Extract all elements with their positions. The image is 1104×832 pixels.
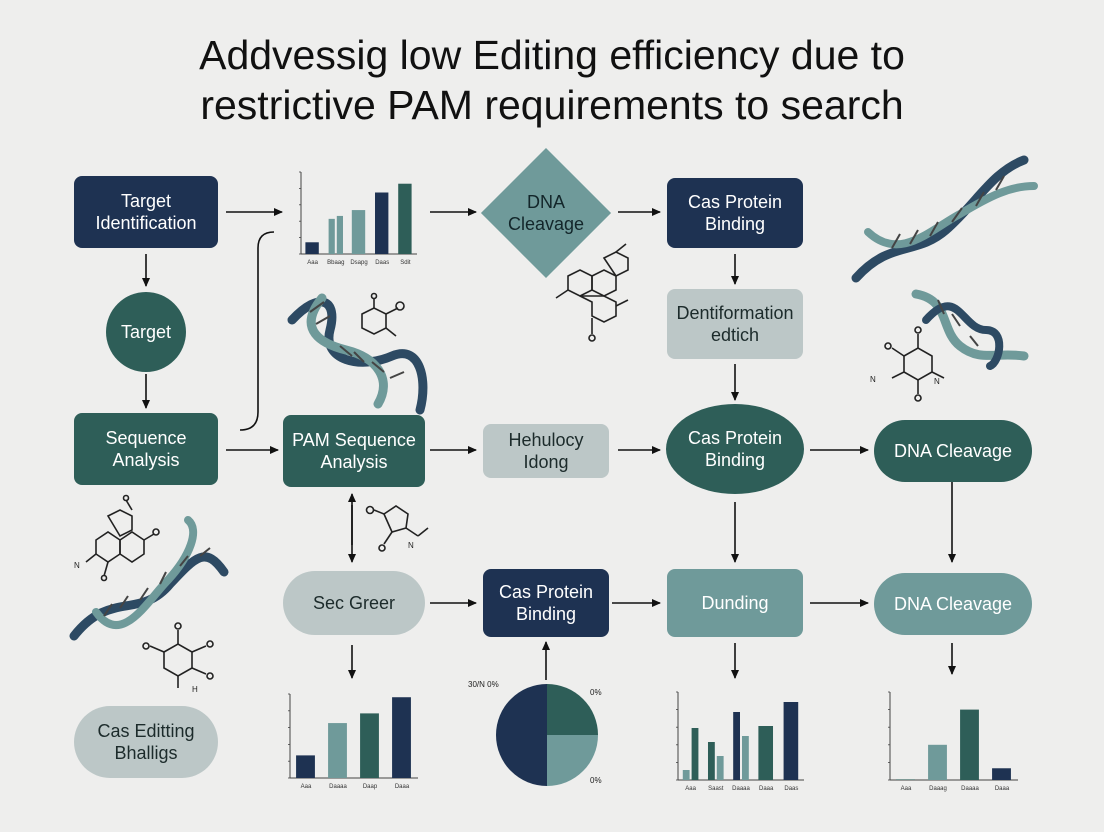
dna-helix-icon [911, 289, 1029, 370]
svg-text:N: N [870, 375, 876, 384]
x-tick-label: Aaa [301, 784, 312, 790]
pie-slice [547, 684, 598, 735]
bar [375, 192, 389, 254]
svg-text:N: N [408, 541, 414, 550]
title-line-1: Addvessig low Editing efficiency due to [199, 32, 905, 78]
molecule-icon [365, 505, 429, 552]
bar [742, 736, 749, 780]
x-tick-label: Daaa [995, 786, 1010, 792]
node-cas-editing[interactable]: Cas Editting Bhalligs [74, 706, 218, 778]
bar [691, 728, 699, 780]
dna-helix-icon [69, 516, 229, 641]
pie-label-top-left: 30/N 0% [468, 680, 499, 689]
x-tick-label: Bbaag [327, 260, 344, 266]
molecule-icon [142, 622, 214, 688]
pie-label-bottom-right: 0% [590, 776, 602, 785]
bar [305, 242, 319, 254]
node-pam-sequence-analysis[interactable]: PAM Sequence Analysis [283, 415, 425, 487]
bar [392, 697, 411, 778]
x-tick-label: Daas [784, 786, 798, 792]
bar [328, 723, 347, 778]
node-dna-cleavage-mid[interactable]: DNA Cleavage [874, 420, 1032, 482]
x-tick-label: Daaaa [961, 786, 979, 792]
bar [758, 726, 774, 780]
x-tick-label: Daas [375, 260, 389, 266]
bar [783, 702, 799, 780]
pie-chart [496, 684, 598, 786]
bar [360, 713, 379, 778]
node-sec-greer[interactable]: Sec Greer [283, 571, 425, 635]
svg-text:N: N [74, 561, 80, 570]
bar [296, 755, 315, 778]
x-tick-label: Daaaa [329, 784, 347, 790]
svg-text:N: N [934, 377, 940, 386]
bar [928, 744, 947, 780]
node-dunding[interactable]: Dunding [667, 569, 803, 637]
node-dna-cleavage-low[interactable]: DNA Cleavage [874, 573, 1032, 635]
bar [733, 712, 740, 780]
pie-label-top-right: 0% [590, 688, 602, 697]
dna-helix-icon [851, 155, 1038, 283]
molecule-icon [361, 292, 405, 337]
node-homology[interactable]: Hehulocy Idong [483, 424, 609, 478]
x-tick-label: Daaag [929, 786, 947, 792]
bar [960, 709, 979, 780]
node-cas-binding-low[interactable]: Cas Protein Binding [483, 569, 609, 637]
bar [682, 770, 690, 780]
diagram-title: Addvessig low Editing efficiency due to … [0, 30, 1104, 130]
node-cas-binding-top[interactable]: Cas Protein Binding [667, 178, 803, 248]
molecule-icon [884, 326, 945, 402]
node-sequence-analysis[interactable]: Sequence Analysis [74, 413, 218, 485]
x-tick-label: Daaa [395, 784, 410, 790]
bracket-sequence-to-chart [239, 231, 275, 431]
title-line-2: restrictive PAM requirements to search [200, 82, 904, 128]
node-dna-cleavage-diamond[interactable]: DNA Cleavage [507, 192, 585, 234]
bar [328, 218, 335, 254]
node-dentiformation[interactable]: Dentiformation edtich [667, 289, 803, 359]
x-tick-label: Sdit [400, 260, 411, 266]
bar [896, 779, 915, 780]
bar [707, 742, 715, 780]
x-tick-label: Aaa [307, 260, 318, 266]
bottom-right-bar-chart: Aaa Daaag Daaaa Daaa [888, 691, 1018, 792]
node-target[interactable]: Target [106, 292, 186, 372]
pie-slice [496, 684, 547, 786]
x-tick-label: Dsapg [350, 260, 367, 266]
bottom-left-bar-chart: Aaa Daaaa Daap Daaa [288, 693, 418, 790]
x-tick-label: Daap [363, 784, 378, 790]
bar [716, 756, 724, 780]
molecule-icon [555, 243, 629, 342]
svg-text:H: H [192, 685, 198, 694]
x-tick-label: Aaa [901, 786, 912, 792]
bar [992, 768, 1011, 780]
bottom-middle-bar-chart: Aaa Saast Daaaa Daaa Daas [676, 691, 804, 792]
dna-helix-icon [287, 293, 428, 415]
x-tick-label: Saast [708, 786, 724, 792]
x-tick-label: Daaaa [732, 786, 750, 792]
x-tick-label: Aaa [685, 786, 696, 792]
bar [336, 215, 343, 254]
x-tick-label: Daaa [759, 786, 774, 792]
top-bar-chart: Aaa Bbaag Dsapg Daas Sdit [299, 171, 417, 266]
node-cas-binding-mid[interactable]: Cas Protein Binding [666, 404, 804, 494]
pie-slice [547, 735, 598, 786]
node-target-identification[interactable]: Target Identification [74, 176, 218, 248]
molecule-icon [85, 494, 160, 582]
bar [351, 210, 366, 254]
bar [398, 183, 412, 254]
